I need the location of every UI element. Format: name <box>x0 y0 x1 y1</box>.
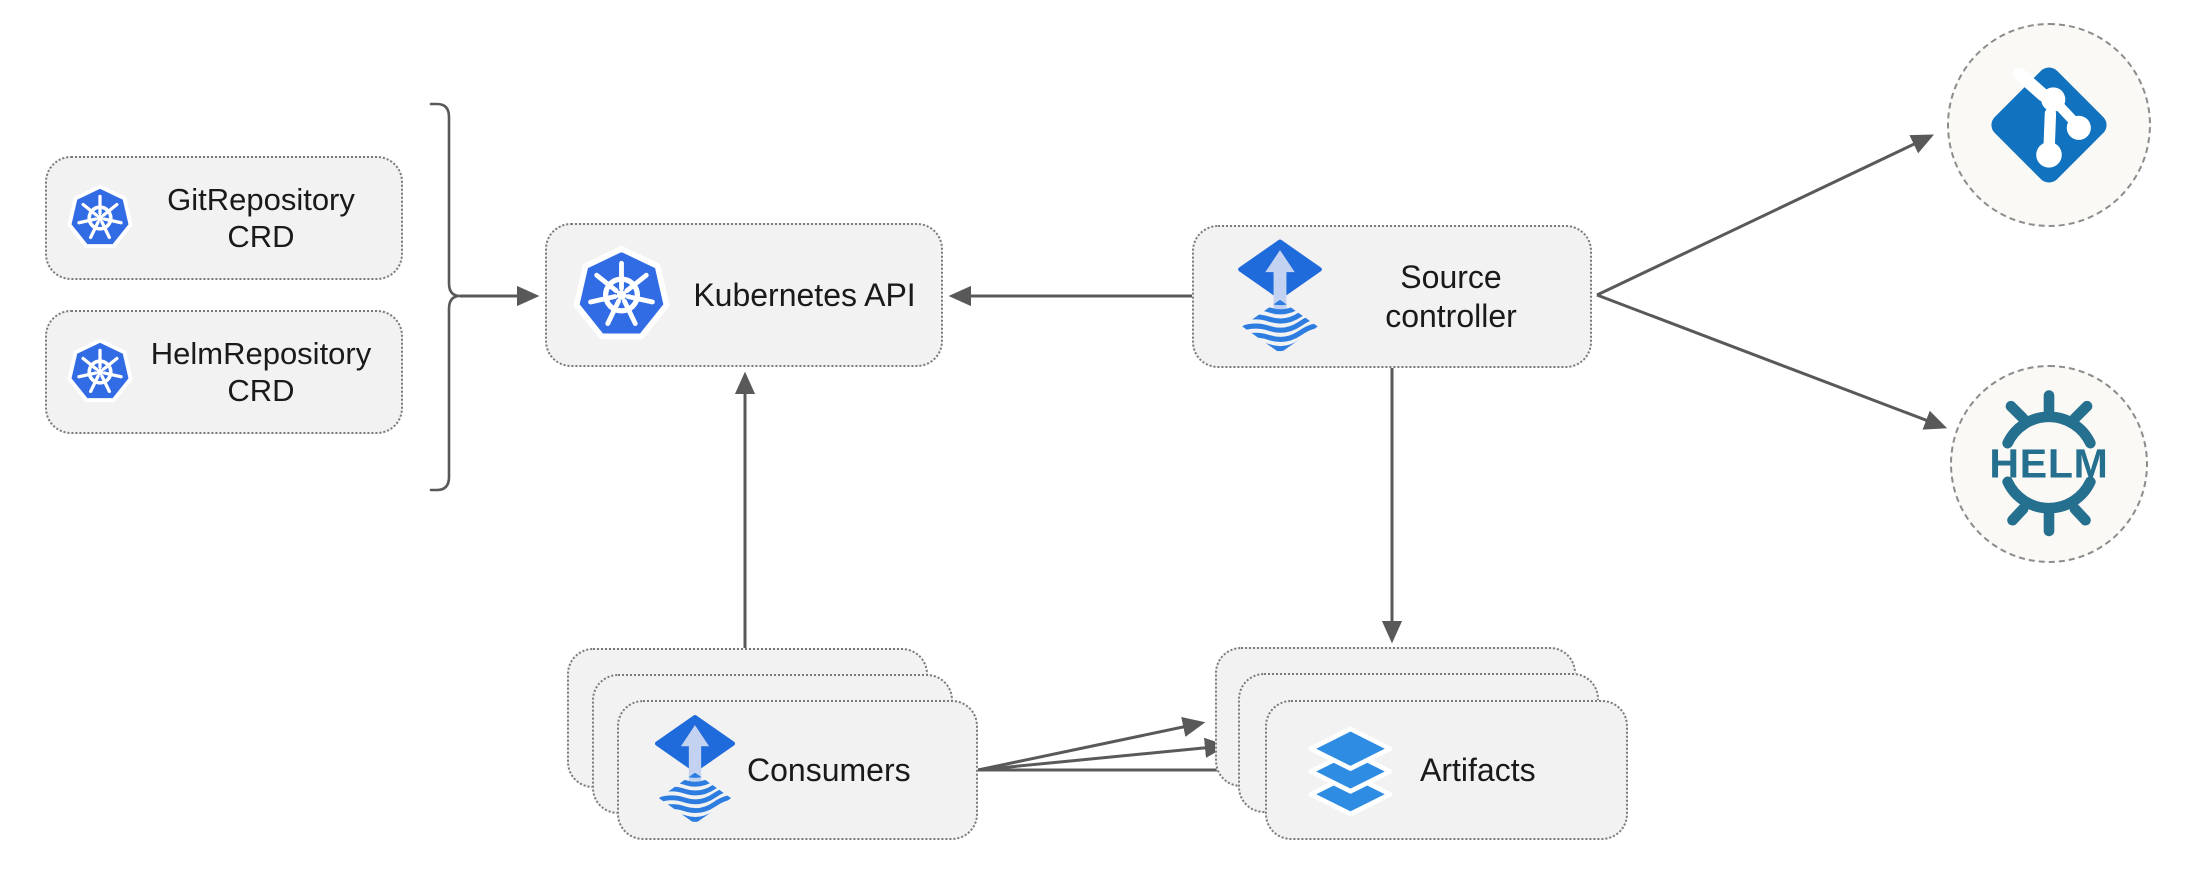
edge-consumers-to-artifacts-1 <box>977 717 1206 772</box>
node-source-controller: Source controller <box>1192 225 1592 368</box>
node-consumers-stack: Consumers <box>567 648 979 841</box>
node-consumers: Consumers <box>617 700 978 840</box>
flux-icon <box>1234 238 1326 356</box>
kubernetes-icon <box>67 184 133 252</box>
node-label: HelmRepository CRD <box>150 335 372 408</box>
node-kubernetes-api: Kubernetes API <box>545 223 943 367</box>
git-icon <box>1978 54 2120 196</box>
node-helm-repository-crd: HelmRepository CRD <box>45 310 403 434</box>
node-artifacts-stack: Artifacts <box>1215 647 1628 841</box>
layers-icon <box>1301 721 1400 820</box>
node-git-endpoint <box>1947 23 2151 227</box>
kubernetes-icon <box>67 338 133 406</box>
node-label: GitRepository CRD <box>167 181 355 254</box>
crd-group-bracket <box>429 102 461 492</box>
node-label: Kubernetes API <box>693 276 916 313</box>
node-helm-endpoint <box>1950 365 2148 563</box>
kubernetes-icon <box>573 245 670 345</box>
edge-source-controller-to-helm <box>1596 293 1948 430</box>
node-artifacts: Artifacts <box>1265 700 1628 840</box>
node-label: Consumers <box>747 751 911 788</box>
edge-consumers-to-artifacts-2 <box>977 737 1228 772</box>
helm-icon <box>1973 388 2125 540</box>
node-git-repository-crd: GitRepository CRD <box>45 156 403 280</box>
node-label: Source controller <box>1385 259 1517 334</box>
node-label: Artifacts <box>1420 751 1536 788</box>
flux-icon <box>651 713 739 827</box>
edge-source-controller-to-git <box>1596 134 1935 297</box>
